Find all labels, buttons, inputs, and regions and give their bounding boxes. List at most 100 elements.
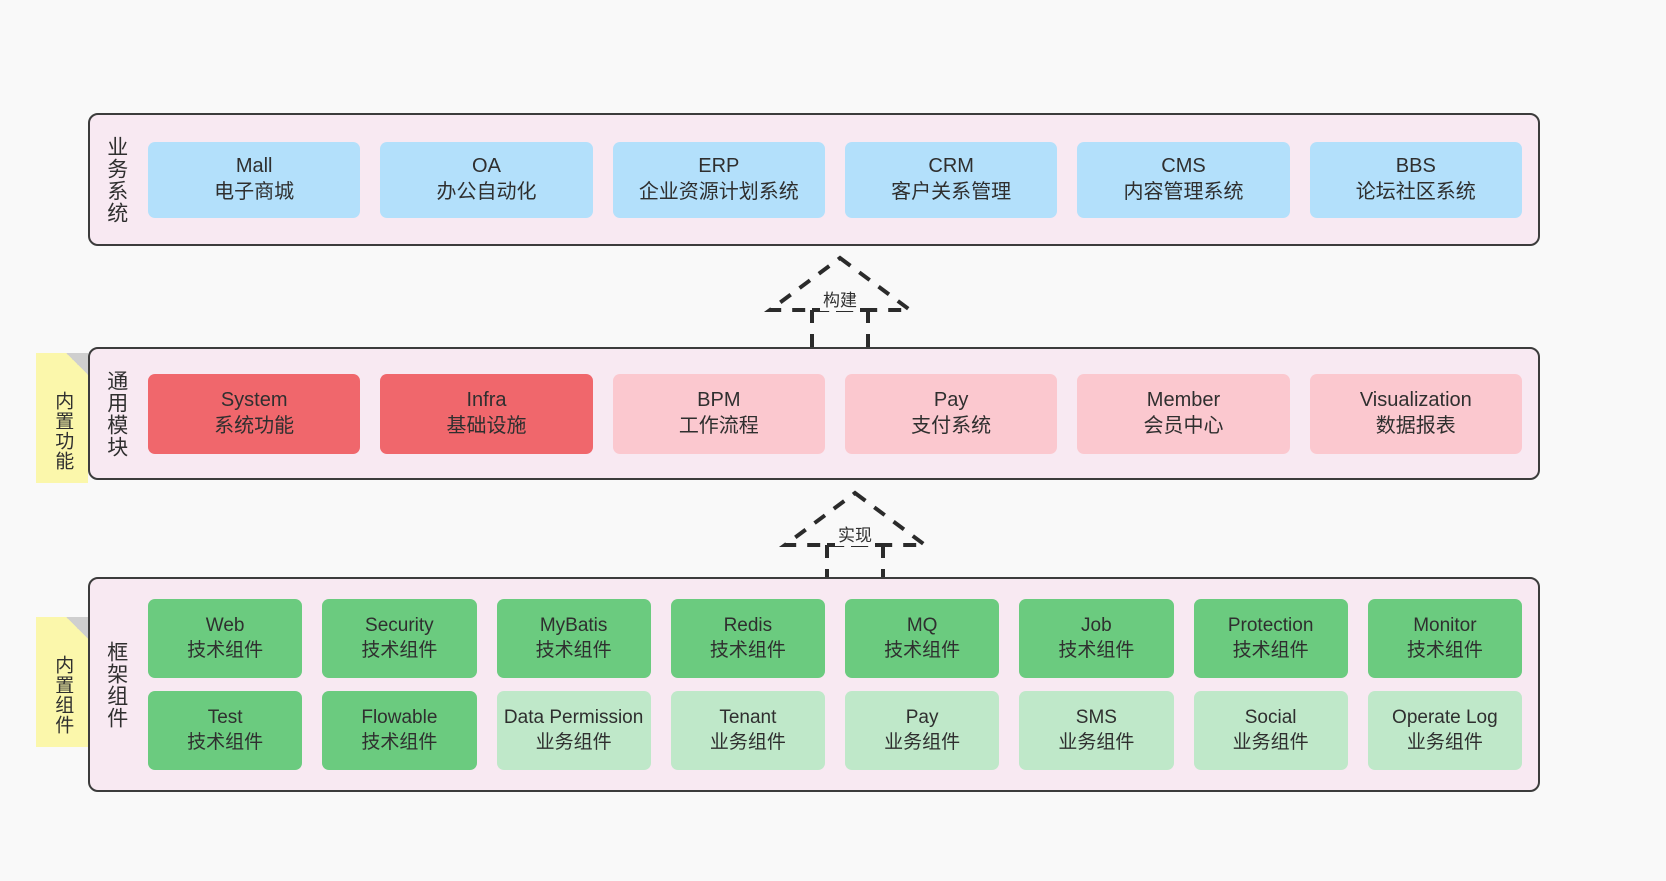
- connector-implement: 实现: [775, 487, 935, 582]
- node-title: MQ: [906, 615, 938, 637]
- node-bpm[interactable]: BPM 工作流程: [612, 373, 825, 454]
- node-subtitle: 技术组件: [361, 731, 438, 753]
- node-visualization[interactable]: Visualization 数据报表: [1309, 373, 1522, 454]
- node-tenant[interactable]: Tenant 业务组件: [670, 691, 825, 770]
- node-title: Security: [365, 615, 434, 637]
- node-monitor[interactable]: Monitor 技术组件: [1367, 599, 1522, 678]
- node-subtitle: 数据报表: [1375, 414, 1456, 437]
- node-subtitle: 内容管理系统: [1123, 180, 1244, 203]
- layer-business-systems: 业务系统 Mall 电子商城 OA 办公自动化 ERP 企业资源计划系统 CRM…: [88, 113, 1540, 246]
- node-title: MyBatis: [539, 615, 608, 637]
- node-system[interactable]: System 系统功能: [148, 373, 361, 454]
- layer-business-systems-body: Mall 电子商城 OA 办公自动化 ERP 企业资源计划系统 CRM 客户关系…: [138, 115, 1538, 244]
- row: Web 技术组件 Security 技术组件 MyBatis 技术组件 Redi…: [148, 599, 1522, 678]
- node-subtitle: 技术组件: [1232, 639, 1309, 661]
- node-subtitle: 业务组件: [709, 731, 786, 753]
- note-builtin-function: 内置功能: [36, 353, 88, 483]
- node-erp[interactable]: ERP 企业资源计划系统: [612, 141, 825, 218]
- node-mall[interactable]: Mall 电子商城: [148, 141, 361, 218]
- node-subtitle: 技术组件: [187, 639, 264, 661]
- node-operate-log[interactable]: Operate Log 业务组件: [1367, 691, 1522, 770]
- node-infra[interactable]: Infra 基础设施: [380, 373, 593, 454]
- node-subtitle: 技术组件: [1406, 639, 1483, 661]
- node-title: CRM: [928, 154, 974, 177]
- node-job[interactable]: Job 技术组件: [1019, 599, 1174, 678]
- node-subtitle: 技术组件: [1058, 639, 1135, 661]
- node-oa[interactable]: OA 办公自动化: [380, 141, 593, 218]
- node-title: BBS: [1395, 154, 1436, 177]
- node-subtitle: 企业资源计划系统: [638, 180, 799, 203]
- node-subtitle: 基础设施: [446, 414, 527, 437]
- note-fold-corner-icon: [66, 353, 88, 375]
- layer-common-modules-title: 通用模块: [104, 369, 128, 458]
- node-subtitle: 电子商城: [214, 180, 295, 203]
- layer-framework-components-title: 框架组件: [104, 640, 128, 729]
- node-crm[interactable]: CRM 客户关系管理: [844, 141, 1058, 218]
- node-subtitle: 业务组件: [1058, 731, 1135, 753]
- node-title: Job: [1081, 615, 1112, 637]
- node-subtitle: 技术组件: [884, 639, 961, 661]
- layer-common-modules-body: System 系统功能 Infra 基础设施 BPM 工作流程 Pay 支付系统…: [138, 349, 1538, 478]
- node-title: SMS: [1075, 707, 1117, 729]
- node-flowable[interactable]: Flowable 技术组件: [322, 691, 477, 770]
- node-subtitle: 工作流程: [678, 414, 759, 437]
- row: Mall 电子商城 OA 办公自动化 ERP 企业资源计划系统 CRM 客户关系…: [148, 141, 1522, 218]
- row: Test 技术组件 Flowable 技术组件 Data Permission …: [148, 691, 1522, 770]
- node-title: Monitor: [1413, 615, 1477, 637]
- node-social[interactable]: Social 业务组件: [1193, 691, 1348, 770]
- node-pay[interactable]: Pay 支付系统: [844, 373, 1058, 454]
- node-title: OA: [472, 154, 501, 177]
- connector-implement-label: 实现: [835, 521, 875, 546]
- node-title: Data Permission: [503, 707, 644, 729]
- node-title: BPM: [697, 388, 741, 411]
- node-title: Mall: [235, 154, 273, 177]
- node-title: Member: [1146, 388, 1221, 411]
- layer-framework-components-body: Web 技术组件 Security 技术组件 MyBatis 技术组件 Redi…: [138, 579, 1538, 790]
- node-bbs[interactable]: BBS 论坛社区系统: [1309, 141, 1522, 218]
- node-data-permission[interactable]: Data Permission 业务组件: [496, 691, 651, 770]
- node-subtitle: 论坛社区系统: [1355, 180, 1476, 203]
- row: System 系统功能 Infra 基础设施 BPM 工作流程 Pay 支付系统…: [148, 373, 1522, 454]
- node-title: Test: [207, 707, 243, 729]
- node-subtitle: 技术组件: [535, 639, 612, 661]
- note-fold-corner-icon: [66, 617, 88, 639]
- node-cms[interactable]: CMS 内容管理系统: [1077, 141, 1290, 218]
- note-builtin-component: 内置组件: [36, 617, 88, 747]
- node-title: Infra: [466, 388, 507, 411]
- node-mybatis[interactable]: MyBatis 技术组件: [496, 599, 651, 678]
- node-title: Tenant: [719, 707, 777, 729]
- node-title: ERP: [698, 154, 740, 177]
- node-title: Protection: [1227, 615, 1314, 637]
- node-title: System: [220, 388, 288, 411]
- node-title: CMS: [1161, 154, 1206, 177]
- node-sms[interactable]: SMS 业务组件: [1019, 691, 1174, 770]
- node-title: Pay: [933, 388, 969, 411]
- node-subtitle: 会员中心: [1143, 414, 1224, 437]
- layer-common-modules: 通用模块 System 系统功能 Infra 基础设施 BPM 工作流程 Pay…: [88, 347, 1540, 480]
- connector-build: 构建: [760, 252, 920, 347]
- node-security[interactable]: Security 技术组件: [322, 599, 477, 678]
- connector-build-label: 构建: [820, 286, 860, 311]
- layer-business-systems-title: 业务系统: [104, 135, 128, 224]
- node-member[interactable]: Member 会员中心: [1077, 373, 1290, 454]
- node-mq[interactable]: MQ 技术组件: [845, 599, 1000, 678]
- node-subtitle: 客户关系管理: [891, 180, 1012, 203]
- node-title: Flowable: [361, 707, 438, 729]
- node-subtitle: 业务组件: [1406, 731, 1483, 753]
- node-web[interactable]: Web 技术组件: [148, 599, 303, 678]
- node-title: Redis: [723, 615, 773, 637]
- node-subtitle: 系统功能: [214, 414, 295, 437]
- note-builtin-component-label: 内置组件: [52, 655, 74, 735]
- node-subtitle: 技术组件: [187, 731, 264, 753]
- node-subtitle: 技术组件: [709, 639, 786, 661]
- node-subtitle: 支付系统: [911, 414, 992, 437]
- node-redis[interactable]: Redis 技术组件: [670, 599, 825, 678]
- node-subtitle: 技术组件: [361, 639, 438, 661]
- node-title: Social: [1244, 707, 1297, 729]
- node-pay-business[interactable]: Pay 业务组件: [845, 691, 1000, 770]
- node-title: Web: [205, 615, 245, 637]
- node-protection[interactable]: Protection 技术组件: [1193, 599, 1348, 678]
- node-subtitle: 业务组件: [884, 731, 961, 753]
- node-test[interactable]: Test 技术组件: [148, 691, 303, 770]
